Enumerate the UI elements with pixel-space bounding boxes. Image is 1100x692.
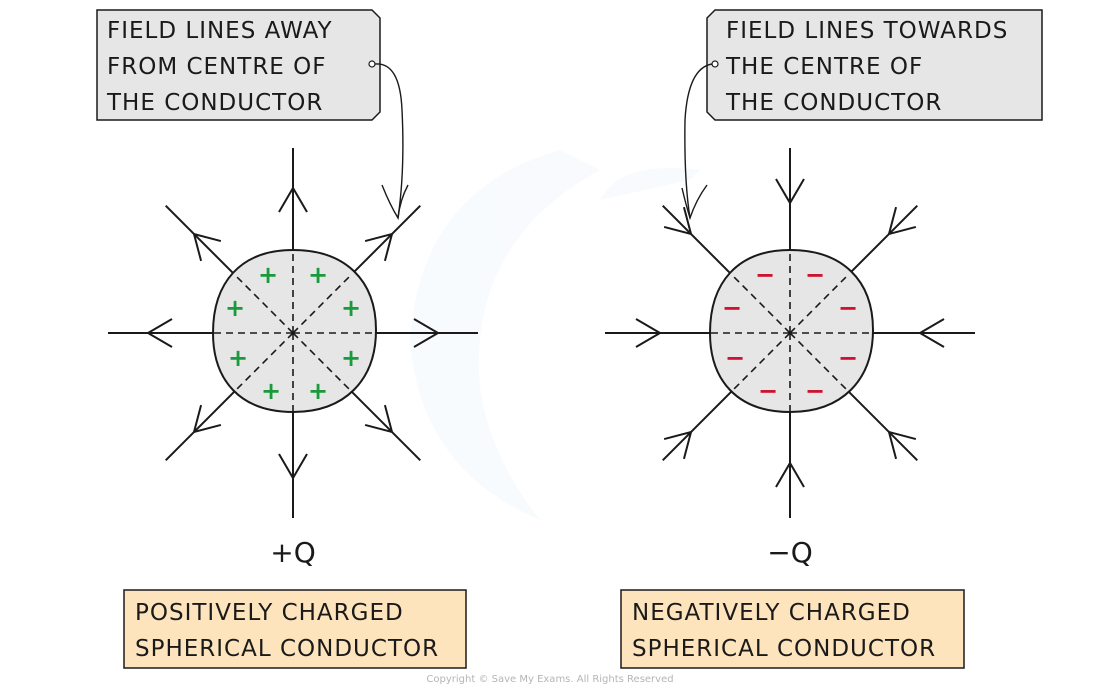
right-callout: FIELD LINES TOWARDS THE CENTRE OF THE CO… bbox=[681, 9, 1043, 221]
negative-charge-icon: − bbox=[838, 294, 858, 322]
right-caption-line-1: NEGATIVELY CHARGED bbox=[632, 600, 911, 626]
right-callout-line-1: FIELD LINES TOWARDS bbox=[726, 18, 1008, 44]
right-dashed-radii bbox=[710, 253, 870, 413]
positive-charge-icon: + bbox=[225, 294, 245, 322]
positive-charge-icon: + bbox=[261, 377, 281, 405]
right-callout-box bbox=[706, 9, 1043, 121]
dashed-radius-north-east bbox=[292, 275, 351, 334]
left-dashed-radii bbox=[213, 253, 373, 413]
arrowhead-icon bbox=[918, 318, 945, 348]
watermark-logo bbox=[410, 150, 700, 520]
arrowhead-icon bbox=[413, 318, 440, 348]
negative-charge-icon: − bbox=[722, 294, 742, 322]
arrowhead-icon bbox=[192, 404, 222, 434]
right-callout-pointer bbox=[684, 63, 713, 219]
left-caption-line-1: POSITIVELY CHARGED bbox=[135, 600, 404, 626]
arrowhead-icon bbox=[775, 178, 805, 205]
right-charge-label: −Q bbox=[767, 536, 813, 569]
negative-charge-icon: − bbox=[805, 261, 825, 289]
arrowhead-icon bbox=[887, 206, 917, 236]
field-line-south-west bbox=[165, 388, 238, 461]
arrowhead-icon bbox=[192, 232, 222, 262]
positive-charge-icon: + bbox=[308, 377, 328, 405]
arrowhead-icon bbox=[146, 318, 173, 348]
dashed-radius-north-east bbox=[789, 275, 848, 334]
right-caption-line-2: SPHERICAL CONDUCTOR bbox=[632, 636, 936, 662]
negative-charge-icon: − bbox=[805, 377, 825, 405]
right-field-lines bbox=[605, 148, 975, 518]
arrowhead-icon bbox=[278, 186, 308, 213]
left-field-lines bbox=[108, 148, 478, 518]
negative-charge-icon: − bbox=[725, 344, 745, 372]
left-caption-line-2: SPHERICAL CONDUCTOR bbox=[135, 636, 439, 662]
arrowhead-icon bbox=[364, 232, 394, 262]
left-callout-box bbox=[96, 9, 381, 121]
positive-charge-icon: + bbox=[228, 344, 248, 372]
left-charge-label: +Q bbox=[270, 536, 316, 569]
copyright-notice: Copyright © Save My Exams. All Rights Re… bbox=[426, 674, 674, 685]
left-callout-line-1: FIELD LINES AWAY bbox=[107, 18, 333, 44]
arrowhead-icon bbox=[364, 404, 394, 434]
field-line-north-east bbox=[348, 205, 421, 278]
left-callout-pointer-arrowhead-icon bbox=[381, 184, 409, 221]
arrowhead-icon bbox=[887, 430, 917, 460]
field-line-south-west bbox=[662, 388, 735, 461]
dashed-radius-south-east bbox=[789, 332, 848, 391]
arrowhead-icon bbox=[663, 206, 693, 236]
arrowhead-icon bbox=[278, 453, 308, 480]
left-callout-line-3: THE CONDUCTOR bbox=[106, 90, 323, 116]
arrowhead-icon bbox=[635, 318, 662, 348]
positive-charge-icon: + bbox=[341, 294, 361, 322]
arrowhead-icon bbox=[663, 430, 693, 460]
field-line-south-east bbox=[348, 388, 421, 461]
field-line-south-east bbox=[845, 388, 918, 461]
dashed-radius-south-east bbox=[292, 332, 351, 391]
right-callout-line-2: THE CENTRE OF bbox=[725, 54, 923, 80]
dashed-radius-south-west bbox=[235, 332, 294, 391]
positive-charge-icon: + bbox=[341, 344, 361, 372]
dashed-radius-north-west bbox=[732, 275, 791, 334]
right-callout-anchor bbox=[711, 60, 719, 68]
positive-charge-icon: + bbox=[258, 261, 278, 289]
field-line-north-east bbox=[845, 205, 918, 278]
dashed-radius-north-west bbox=[235, 275, 294, 334]
negative-charge-icon: − bbox=[838, 344, 858, 372]
right-callout-pointer-arrowhead-icon bbox=[681, 184, 708, 221]
field-line-north-west bbox=[662, 205, 735, 278]
left-charges: + + + + + + + + bbox=[225, 261, 361, 405]
arrowhead-icon bbox=[775, 461, 805, 488]
left-callout: FIELD LINES AWAY FROM CENTRE OF THE COND… bbox=[96, 9, 409, 221]
right-charges: −−−−−−−− bbox=[722, 261, 858, 405]
left-callout-anchor bbox=[368, 60, 376, 68]
field-line-north-west bbox=[165, 205, 238, 278]
right-callout-line-3: THE CONDUCTOR bbox=[725, 90, 942, 116]
positive-charge-icon: + bbox=[308, 261, 328, 289]
right-caption-box bbox=[620, 589, 965, 669]
left-caption-box bbox=[123, 589, 467, 669]
negative-charge-icon: − bbox=[758, 377, 778, 405]
negative-charge-icon: − bbox=[755, 261, 775, 289]
left-callout-line-2: FROM CENTRE OF bbox=[107, 54, 326, 80]
left-callout-pointer bbox=[374, 63, 404, 219]
right-caption: NEGATIVELY CHARGED SPHERICAL CONDUCTOR bbox=[620, 589, 965, 669]
left-caption: POSITIVELY CHARGED SPHERICAL CONDUCTOR bbox=[123, 589, 467, 669]
dashed-radius-south-west bbox=[732, 332, 791, 391]
